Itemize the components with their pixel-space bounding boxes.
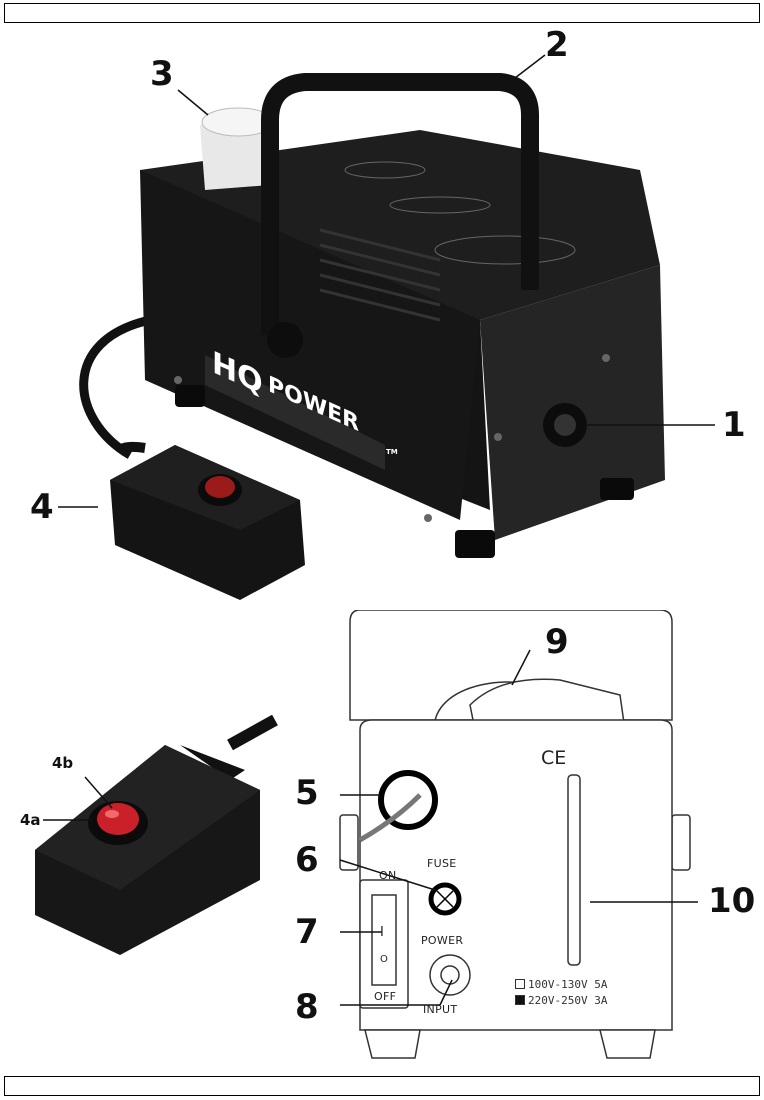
callout-3: 3 bbox=[150, 54, 174, 94]
trademark-text: TM bbox=[386, 448, 398, 456]
ce-mark: CE bbox=[541, 747, 567, 769]
voltage-low-label: 100V-130V 5A bbox=[515, 978, 607, 991]
page-footer-frame bbox=[4, 1076, 760, 1096]
fuse-label: FUSE bbox=[427, 857, 457, 870]
callout-7: 7 bbox=[295, 912, 319, 952]
voltage-high-label: 220V-250V 3A bbox=[515, 994, 607, 1007]
voltage-high-text: 220V-250V 3A bbox=[528, 994, 608, 1007]
page-header-frame bbox=[4, 3, 760, 23]
off-label: OFF bbox=[374, 990, 397, 1003]
callout-6: 6 bbox=[295, 840, 319, 880]
remote-closeup-photo bbox=[35, 714, 278, 955]
callout-8: 8 bbox=[295, 987, 319, 1027]
callout-1: 1 bbox=[722, 405, 746, 445]
switch-on-symbol: I bbox=[380, 925, 385, 940]
rear-panel-diagram bbox=[339, 610, 698, 1059]
callout-10: 10 bbox=[708, 881, 756, 921]
callout-4b: 4b bbox=[52, 754, 74, 772]
switch-off-symbol: O bbox=[380, 954, 389, 965]
callout-4a: 4a bbox=[20, 811, 41, 829]
callout-5: 5 bbox=[295, 773, 319, 813]
callout-4: 4 bbox=[30, 487, 54, 527]
checkbox-empty-icon bbox=[515, 979, 525, 989]
voltage-low-text: 100V-130V 5A bbox=[528, 978, 608, 991]
input-label: INPUT bbox=[423, 1003, 458, 1016]
callout-2: 2 bbox=[545, 25, 569, 65]
on-label: ON bbox=[379, 869, 397, 882]
callout-9: 9 bbox=[545, 622, 569, 662]
checkbox-filled-icon bbox=[515, 995, 525, 1005]
power-label: POWER bbox=[421, 934, 464, 947]
fog-machine-photo bbox=[58, 54, 715, 600]
